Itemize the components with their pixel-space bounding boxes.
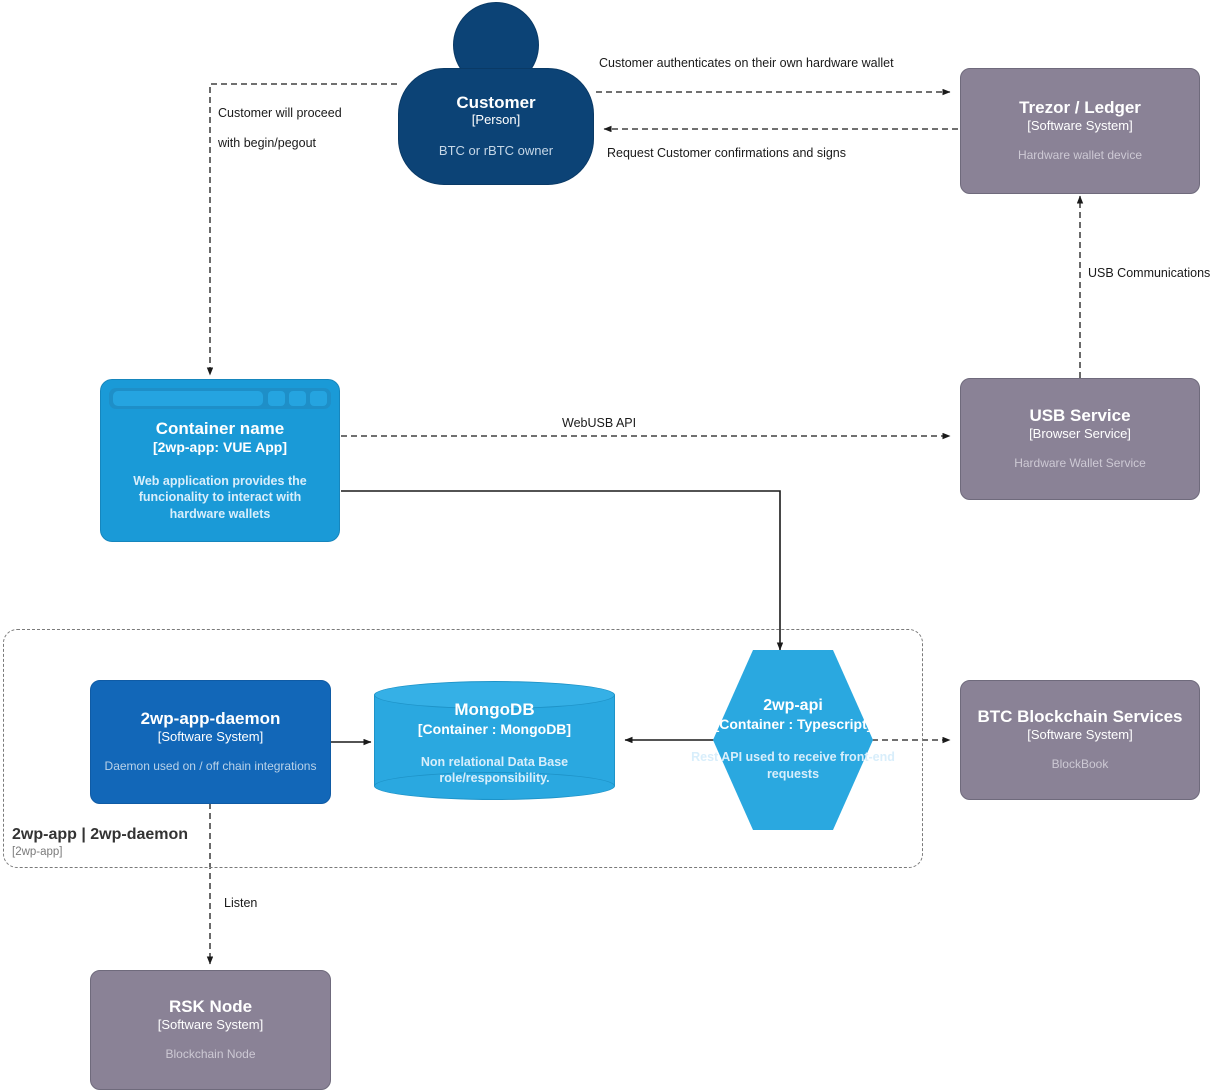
node-mongodb[interactable]: MongoDB [Container : MongoDB] Non relati… [374,681,615,800]
node-2wp-api-title: 2wp-api [763,696,823,714]
node-rsk-node-description: Blockchain Node [165,1047,256,1062]
node-trezor-ledger-title: Trezor / Ledger [1019,97,1141,117]
hexagon-shape [713,650,873,830]
node-vue-app-tech: [2wp-app: VUE App] [152,439,288,456]
boundary-tech: [2wp-app] [12,846,63,858]
browser-title-bar [109,388,331,409]
browser-close-button[interactable] [310,391,327,406]
node-trezor-ledger-tech: [Software System] [1027,117,1133,133]
browser-maximize-button[interactable] [289,391,306,406]
node-rsk-node[interactable]: RSK Node [Software System] Blockchain No… [90,970,331,1090]
node-2wp-app-daemon[interactable]: 2wp-app-daemon [Software System] Daemon … [90,680,331,804]
node-mongodb-tech: [Container : MongoDB] [417,720,572,737]
node-mongodb-description: Non relational Data Base role/responsibi… [420,755,569,786]
node-vue-app-description: Web application provides the funcionalit… [133,473,307,522]
edge-label-customer-to-vue-app-line1: Customer will proceed [218,106,342,120]
cylinder-bottom [374,772,615,800]
node-btc-blockchain-services-description: BlockBook [1051,757,1109,772]
node-customer-tech: [Person] [471,112,521,128]
node-usb-service-title: USB Service [1029,405,1131,425]
node-customer-description: BTC or rBTC owner [438,143,554,159]
node-usb-service-tech: [Browser Service] [1029,425,1131,441]
node-2wp-app-daemon-tech: [Software System] [157,728,264,744]
edge-label-vue-app-to-usb-service: WebUSB API [562,416,637,430]
boundary-name: 2wp-app | 2wp-daemon [12,826,189,843]
cylinder-body [374,695,615,786]
node-vue-app[interactable]: Container name [2wp-app: VUE App] Web ap… [100,379,340,542]
cylinder-top [374,681,615,709]
boundary-label: 2wp-app | 2wp-daemon [2wp-app] [12,826,188,858]
node-2wp-app-daemon-description: Daemon used on / off chain integrations [104,759,317,774]
node-2wp-api[interactable]: 2wp-api [Container : Typescript] Rest AP… [691,650,895,830]
edge-customer-to-vue-app [206,83,397,376]
node-rsk-node-tech: [Software System] [157,1016,264,1032]
node-customer-title: Customer [456,92,536,112]
cylinder-content: MongoDB [Container : MongoDB] Non relati… [374,700,615,786]
node-vue-app-title: Container name [155,418,285,438]
hexagon-content: 2wp-api [Container : Typescript] Rest AP… [673,650,913,830]
node-2wp-app-daemon-title: 2wp-app-daemon [140,708,281,728]
node-2wp-api-description: Rest API used to receive front-end reque… [691,750,895,782]
boundary-2wp-app [3,629,923,868]
node-2wp-api-tech: [Container : Typescript] [714,716,872,733]
node-trezor-ledger-description: Hardware wallet device [1017,148,1143,163]
browser-content: Container name [2wp-app: VUE App] Web ap… [109,409,331,533]
node-btc-blockchain-services[interactable]: BTC Blockchain Services [Software System… [960,680,1200,800]
node-rsk-node-title: RSK Node [168,996,253,1016]
node-usb-service[interactable]: USB Service [Browser Service] Hardware W… [960,378,1200,500]
node-mongodb-title: MongoDB [454,700,535,720]
browser-address-bar[interactable] [113,391,263,406]
node-btc-blockchain-services-title: BTC Blockchain Services [977,706,1183,726]
edge-label-daemon-to-rsk-node: Listen [224,896,258,910]
browser-minimize-button[interactable] [268,391,285,406]
edge-label-customer-to-trezor: Customer authenticates on their own hard… [599,56,894,70]
node-btc-blockchain-services-tech: [Software System] [1027,726,1133,742]
edge-label-customer-to-vue-app-line2: with begin/pegout [218,136,316,150]
node-trezor-ledger[interactable]: Trezor / Ledger [Software System] Hardwa… [960,68,1200,194]
node-usb-service-description: Hardware Wallet Service [1014,456,1146,471]
edge-vue-app-to-api [341,490,784,651]
edge-label-usb-service-to-trezor: USB Communications [1088,266,1211,280]
edge-label-trezor-to-customer: Request Customer confirmations and signs [607,146,847,160]
node-customer[interactable]: Customer [Person] BTC or rBTC owner [398,2,594,185]
person-body: Customer [Person] BTC or rBTC owner [398,68,594,185]
